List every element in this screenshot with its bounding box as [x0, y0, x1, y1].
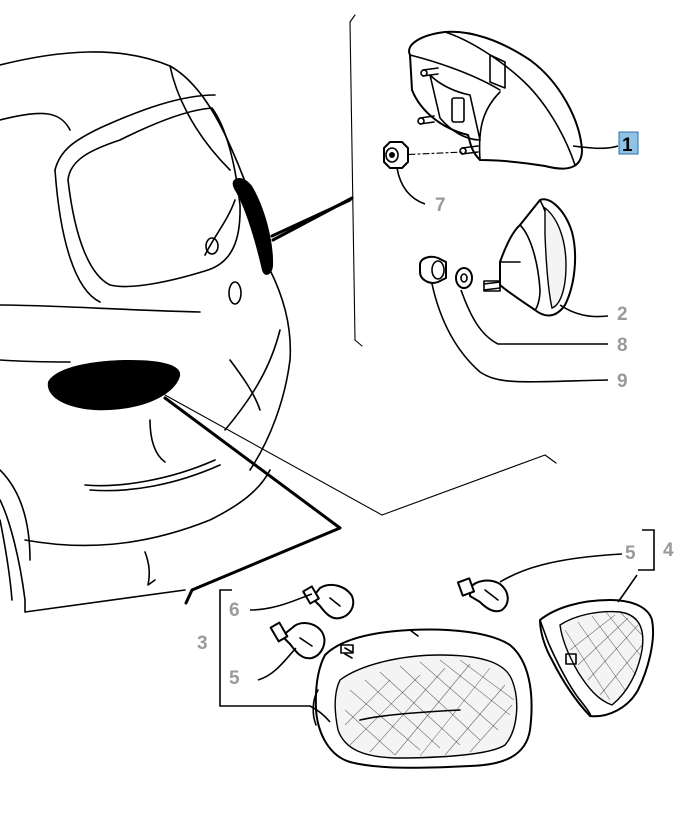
part-4-side-lamp — [539, 574, 654, 718]
callout-2: 2 — [617, 304, 628, 325]
part-3-main-tail-lamp — [312, 628, 533, 769]
upper-lamp-housing — [394, 30, 619, 170]
group-bracket-3 — [219, 589, 331, 723]
callout-9: 9 — [617, 371, 628, 392]
bulb-6 — [249, 583, 355, 620]
part-2-side-marker-lamp — [483, 198, 609, 318]
callout-3: 3 — [197, 633, 208, 654]
callout-8: 8 — [617, 335, 628, 356]
upper-detail-bracket — [270, 14, 363, 347]
car-rear-outline — [0, 51, 292, 613]
callout-6: 6 — [229, 600, 240, 621]
part-9-cap-nut — [419, 255, 609, 383]
callout-7: 7 — [435, 195, 446, 216]
callout-5-upper: 5 — [625, 543, 636, 564]
callout-4: 4 — [663, 540, 674, 561]
upper-lamp-location-mark — [232, 178, 274, 275]
group-bracket-4 — [638, 529, 655, 571]
callout-5-lower: 5 — [229, 668, 240, 689]
callout-1: 1 — [618, 131, 639, 156]
bulb-5-upper — [456, 553, 623, 613]
side-lamp-lens-hatching — [564, 611, 643, 701]
bulb-5-lower — [257, 621, 326, 681]
callout-1-highlight — [618, 131, 639, 155]
part-7-nut — [383, 141, 426, 205]
svg-text:1: 1 — [622, 135, 633, 156]
lower-detail-bracket — [163, 394, 557, 605]
part-8-washer — [455, 267, 608, 345]
lower-lamp-location-mark — [47, 360, 181, 411]
